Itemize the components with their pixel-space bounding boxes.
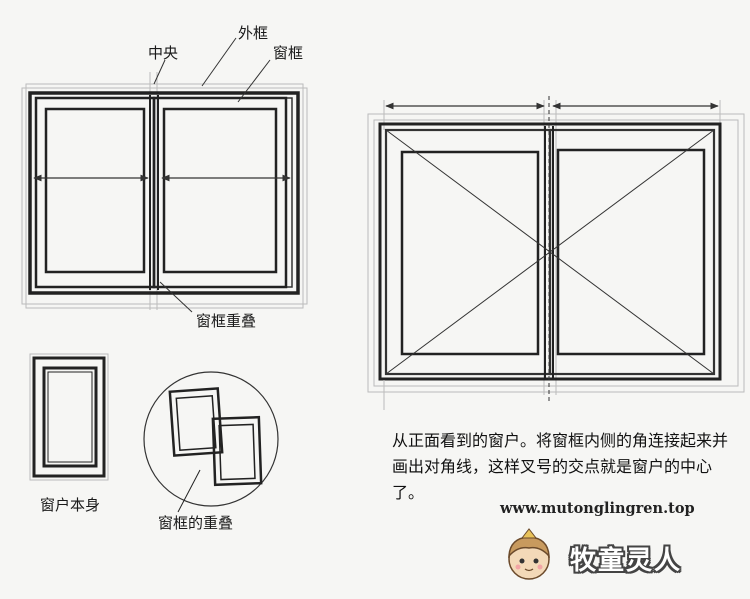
label-window-frame: 窗框 [273, 44, 304, 62]
front-view-window-diagram [367, 96, 745, 410]
label-frame-overlap: 窗框重叠 [196, 312, 257, 330]
mascot-logo-icon [508, 528, 550, 580]
label-outer-frame: 外框 [238, 24, 269, 42]
label-window-itself: 窗户本身 [40, 496, 101, 514]
label-frame-overlap-detail: 窗框的重叠 [158, 514, 234, 532]
window-itself-sketch [29, 353, 109, 481]
watermark-brand: 牧童灵人 [570, 546, 683, 576]
label-center: 中央 [148, 44, 179, 62]
sliding-window-diagram [21, 37, 308, 313]
explanation-caption: 从正面看到的窗户。将窗框内侧的角连接起来并画出对角线，这样叉号的交点就是窗户的中… [392, 431, 729, 502]
watermark-url: www.mutonglingren.top [500, 500, 695, 517]
frame-overlap-detail-sketch [143, 371, 279, 513]
